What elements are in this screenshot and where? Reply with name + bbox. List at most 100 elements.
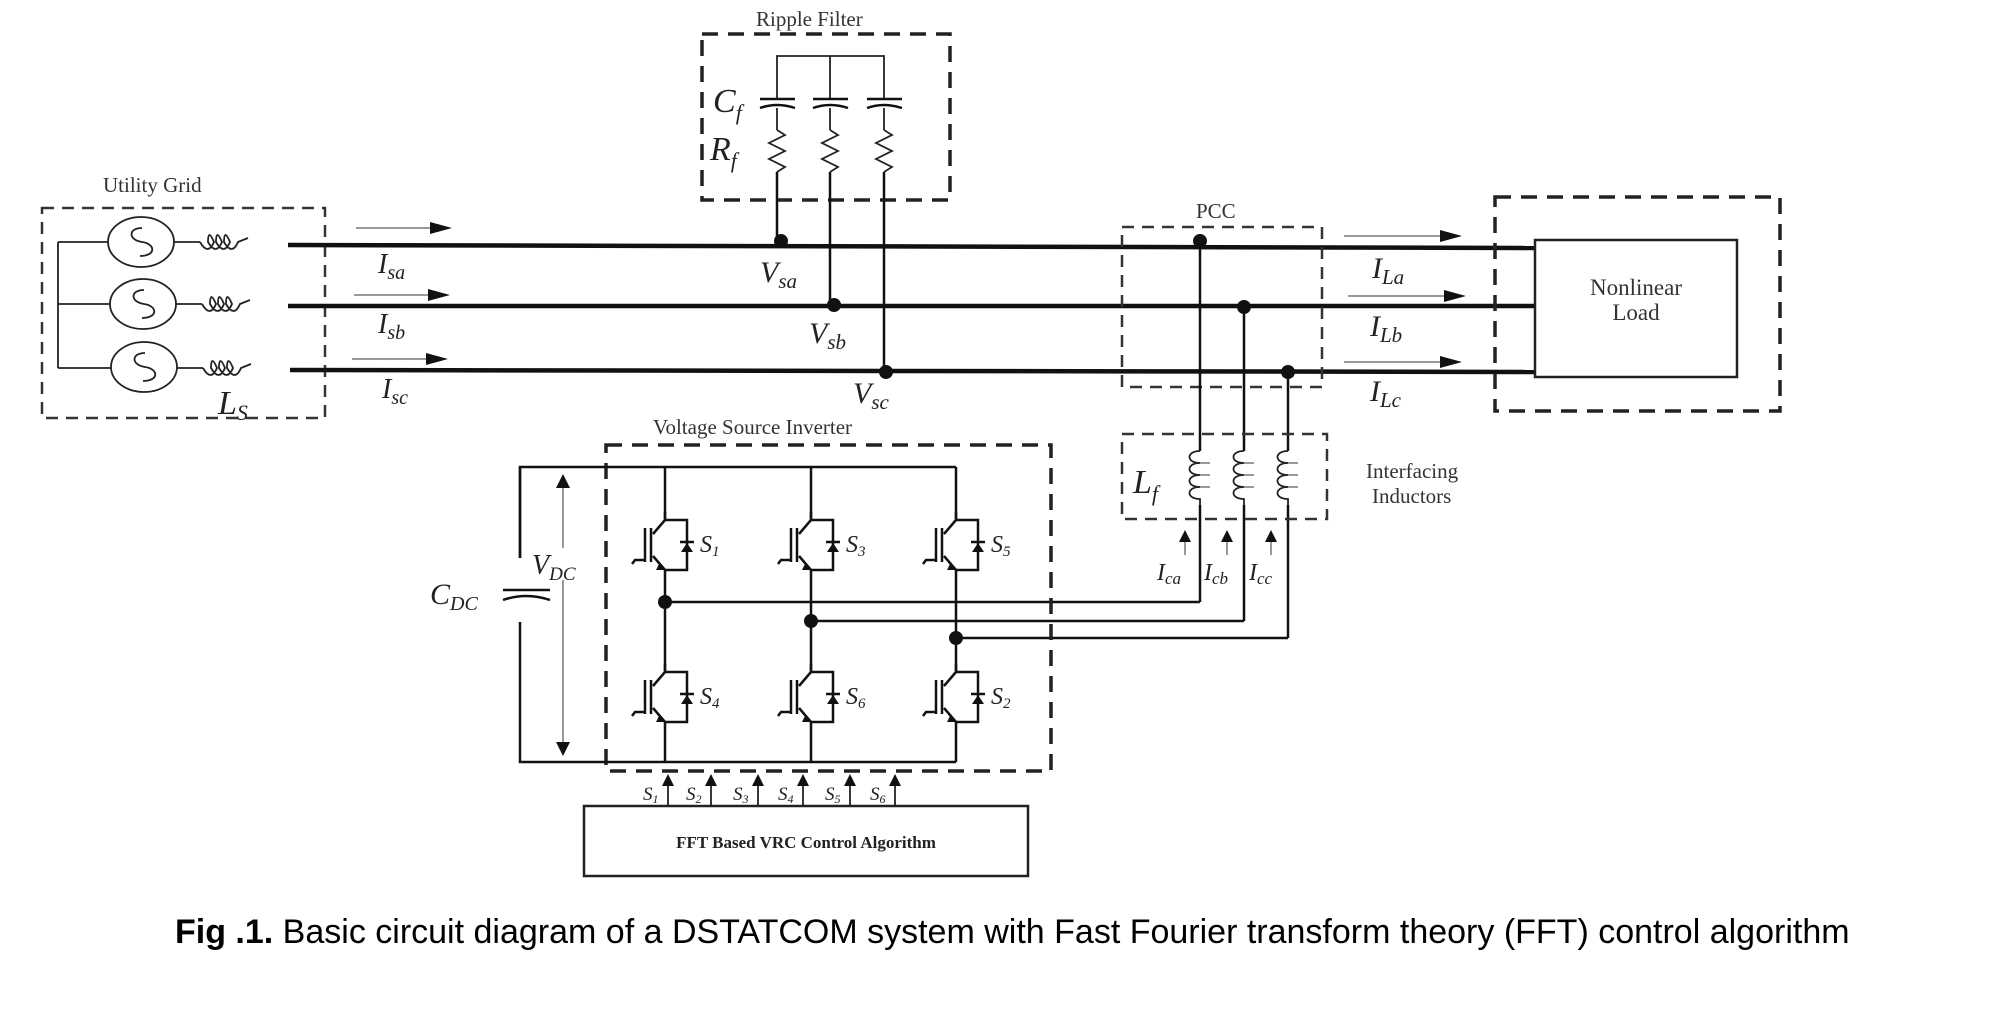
symbol-Cf: Cf bbox=[713, 83, 745, 125]
arrow-icon bbox=[1265, 530, 1277, 542]
ripple-filter-block: Ripple Filter C bbox=[700, 7, 952, 371]
utility-grid-label: Utility Grid bbox=[103, 173, 202, 197]
symbol-ILb: ILb bbox=[1369, 310, 1402, 347]
gate-signals: S1 S2 S3 S4 S5 S6 bbox=[643, 774, 901, 806]
gate-signal-label: S6 bbox=[870, 784, 886, 806]
diode-icon bbox=[827, 543, 839, 552]
symbol-Isb: Isb bbox=[377, 309, 405, 344]
diode-icon bbox=[681, 543, 693, 552]
filter-branch bbox=[866, 73, 903, 371]
ac-sources bbox=[58, 216, 203, 393]
source-current-arrows bbox=[352, 222, 452, 365]
gate-signal: S4 bbox=[778, 774, 809, 806]
controller-label: FFT Based VRC Control Algorithm bbox=[676, 833, 936, 852]
ripple-filter-label: Ripple Filter bbox=[756, 7, 863, 31]
caption-text: Basic circuit diagram of a DSTATCOM syst… bbox=[273, 913, 1850, 951]
switch-label: S1 bbox=[700, 532, 720, 560]
arrow-icon bbox=[428, 289, 450, 301]
ac-source-icon bbox=[110, 341, 178, 393]
nonlinear-load-block: Nonlinear Load bbox=[1493, 195, 1782, 413]
symbol-Isa: Isa bbox=[377, 249, 405, 284]
arrow-icon bbox=[705, 774, 717, 786]
symbol-Lf: Lf bbox=[1132, 464, 1161, 506]
interfacing-boundary bbox=[1120, 432, 1329, 521]
interfacing-label: Interfacing bbox=[1366, 459, 1459, 483]
gate-signal: S5 bbox=[825, 774, 856, 806]
dc-link-wire bbox=[518, 465, 665, 764]
pcc-block: PCC bbox=[1120, 199, 1324, 389]
vsi-label: Voltage Source Inverter bbox=[653, 415, 852, 439]
symbol-Icc: Icc bbox=[1248, 560, 1273, 588]
arrow-icon bbox=[889, 774, 901, 786]
compensator-wires bbox=[665, 241, 1290, 640]
pcc-label: PCC bbox=[1196, 199, 1236, 223]
pcc-boundary bbox=[1120, 225, 1324, 389]
arrow-icon bbox=[1221, 530, 1233, 542]
inductor-icon bbox=[1188, 450, 1210, 505]
symbol-Vsa: Vsa bbox=[760, 256, 797, 293]
igbt-switch-icon: S5 bbox=[922, 512, 1011, 578]
gate-signal-label: S4 bbox=[778, 784, 794, 806]
source-inductor-icon bbox=[199, 234, 249, 250]
nonlinear-load-label: Nonlinear bbox=[1590, 275, 1682, 300]
node-dot bbox=[879, 365, 893, 379]
symbol-Vdc: VDC bbox=[532, 550, 576, 585]
node-dot bbox=[658, 595, 672, 609]
diode-icon bbox=[972, 543, 984, 552]
arrow-icon bbox=[1440, 356, 1462, 368]
switch-label: S4 bbox=[700, 684, 720, 712]
interfacing-label-2: Inductors bbox=[1372, 484, 1451, 508]
filter-branch bbox=[759, 73, 796, 240]
node-dot bbox=[804, 614, 818, 628]
three-phase-bus bbox=[287, 242, 1547, 375]
igbt-switch-icon: S6 bbox=[777, 664, 866, 730]
inductor-icon bbox=[1232, 450, 1254, 505]
utility-grid-block: Utility Grid bbox=[40, 173, 327, 425]
source-inductor-icon bbox=[201, 296, 251, 312]
load-boundary bbox=[1493, 195, 1782, 413]
compensation-current-arrows bbox=[1179, 530, 1277, 555]
gate-signal: S1 bbox=[643, 774, 674, 806]
inductor-icon bbox=[1276, 450, 1298, 505]
phase-a-line bbox=[287, 242, 1547, 251]
gate-signal: S2 bbox=[686, 774, 717, 806]
node-dot bbox=[949, 631, 963, 645]
interfacing-inductors-block: Lf Interfacing Inductors bbox=[1120, 432, 1459, 521]
symbol-Icb: Icb bbox=[1203, 560, 1228, 588]
igbt-switch-icon: S3 bbox=[777, 512, 866, 578]
symbol-Rf: Rf bbox=[709, 131, 740, 173]
gate-signal-label: S3 bbox=[733, 784, 749, 806]
switch-label: S3 bbox=[846, 532, 866, 560]
igbt-switch-icon: S4 bbox=[631, 664, 720, 730]
gate-signal-label: S2 bbox=[686, 784, 702, 806]
switch-label: S2 bbox=[991, 684, 1011, 712]
utility-grid-boundary bbox=[40, 206, 327, 420]
arrow-icon bbox=[1440, 230, 1462, 242]
arrow-icon bbox=[556, 742, 570, 756]
figure-caption: Fig .1. Basic circuit diagram of a DSTAT… bbox=[175, 905, 1985, 959]
symbol-Vsc: Vsc bbox=[853, 377, 890, 414]
nonlinear-load-label-2: Load bbox=[1612, 300, 1660, 325]
gate-signal-label: S1 bbox=[643, 784, 659, 806]
arrow-icon bbox=[662, 774, 674, 786]
diode-icon bbox=[827, 695, 839, 704]
nonlinear-load-box bbox=[1533, 238, 1739, 379]
gate-signal: S6 bbox=[870, 774, 901, 806]
controller-box bbox=[582, 804, 1030, 878]
filter-branch bbox=[812, 73, 849, 306]
symbol-Vsb: Vsb bbox=[809, 317, 846, 354]
controller-block: FFT Based VRC Control Algorithm bbox=[582, 804, 1030, 878]
ac-source-icon bbox=[109, 278, 177, 330]
resistor-icon bbox=[819, 129, 841, 173]
switch-label: S5 bbox=[991, 532, 1011, 560]
node-dot bbox=[774, 234, 788, 248]
arrow-icon bbox=[426, 353, 448, 365]
symbol-Cdc: CDC bbox=[430, 578, 478, 615]
phase-c-line bbox=[289, 367, 1547, 375]
resistor-icon bbox=[873, 129, 895, 173]
vdc-arrow bbox=[556, 474, 570, 756]
